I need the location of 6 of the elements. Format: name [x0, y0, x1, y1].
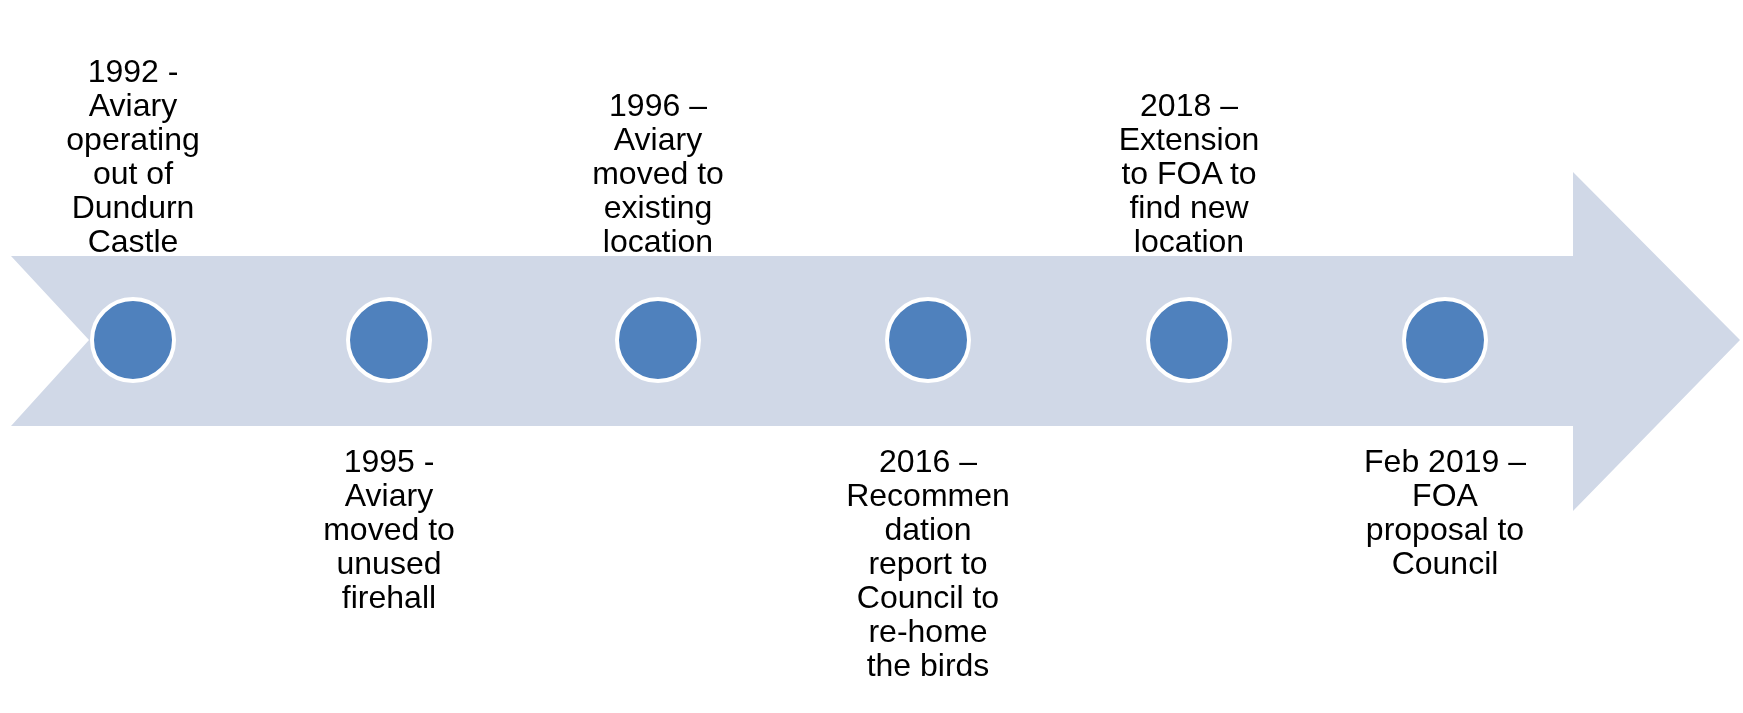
event-text: 2018 – Extension to FOA to find new location [1117, 88, 1261, 258]
event-text: Feb 2019 – FOA proposal to Council [1363, 444, 1527, 580]
event-text: 1996 – Aviary moved to existing location [591, 88, 725, 258]
event-text: 1995 - Aviary moved to unused firehall [322, 444, 456, 614]
event-text: 2016 – Recommendation report to Council to re-home the birds [846, 444, 1010, 682]
event-text: 1992 - Aviary operating out of Dundurn Castle [65, 54, 201, 258]
